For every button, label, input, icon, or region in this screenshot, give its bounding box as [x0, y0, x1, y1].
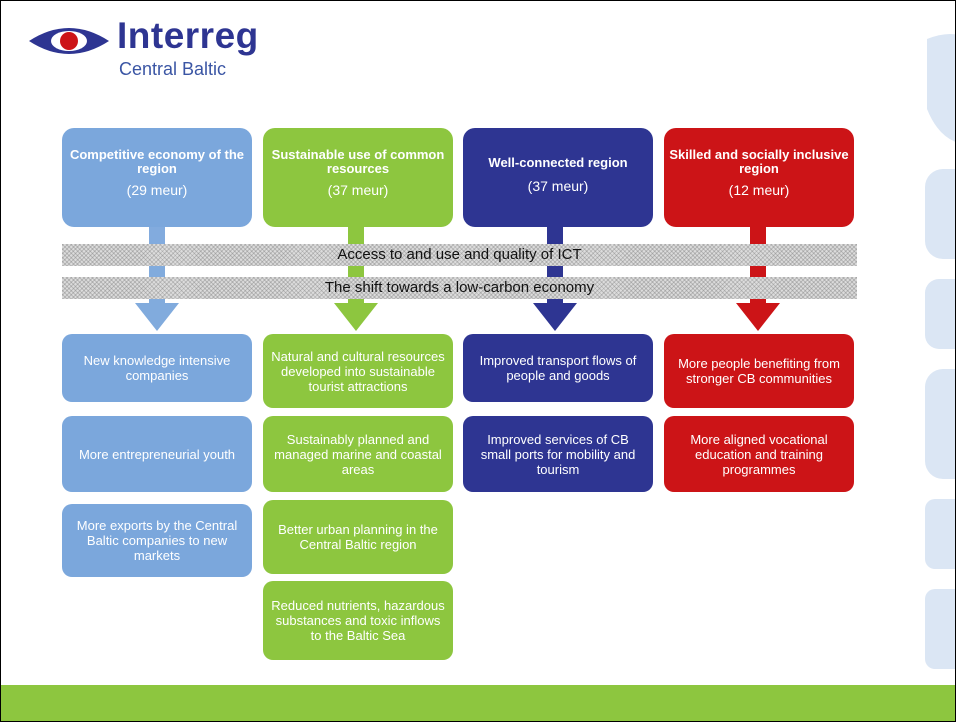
- result-box: More aligned vocational education and tr…: [664, 416, 854, 492]
- logo-wordmark: Interreg: [117, 15, 259, 56]
- priority-title: Sustainable use of common resources: [271, 147, 445, 176]
- footer-bar: [1, 685, 955, 721]
- priority-header-2: Sustainable use of common resources (37 …: [263, 128, 453, 227]
- priority-amount: (37 meur): [527, 178, 589, 194]
- priority-amount: (29 meur): [126, 182, 188, 198]
- priority-amount: (37 meur): [327, 182, 389, 198]
- priority-amount: (12 meur): [728, 182, 790, 198]
- priority-header-1: Competitive economy of the region (29 me…: [62, 128, 252, 227]
- result-box: More entrepreneurial youth: [62, 416, 252, 492]
- result-box: More exports by the Central Baltic compa…: [62, 504, 252, 577]
- interreg-logo: Interreg Central Baltic: [27, 15, 267, 85]
- result-box: Natural and cultural resources developed…: [263, 334, 453, 408]
- priority-title: Competitive economy of the region: [69, 147, 245, 176]
- interreg-watermark-graphic: [925, 34, 955, 669]
- interreg-logo-icon: [29, 28, 109, 54]
- logo-subtitle: Central Baltic: [119, 59, 227, 79]
- result-box: Sustainably planned and managed marine a…: [263, 416, 453, 492]
- priority-header-3: Well-connected region (37 meur): [463, 128, 653, 227]
- horizontal-principle-ict: Access to and use and quality of ICT: [62, 244, 857, 266]
- result-box: More people benefiting from stronger CB …: [664, 334, 854, 408]
- priority-header-4: Skilled and socially inclusive region (1…: [664, 128, 854, 227]
- priority-title: Skilled and socially inclusive region: [669, 147, 849, 176]
- horizontal-principle-low-carbon: The shift towards a low-carbon economy: [62, 277, 857, 299]
- result-box: Better urban planning in the Central Bal…: [263, 500, 453, 574]
- result-box: New knowledge intensive companies: [62, 334, 252, 402]
- result-box: Improved transport flows of people and g…: [463, 334, 653, 402]
- result-box: Improved services of CB small ports for …: [463, 416, 653, 492]
- result-box: Reduced nutrients, hazardous substances …: [263, 581, 453, 660]
- priority-title: Well-connected region: [488, 155, 628, 170]
